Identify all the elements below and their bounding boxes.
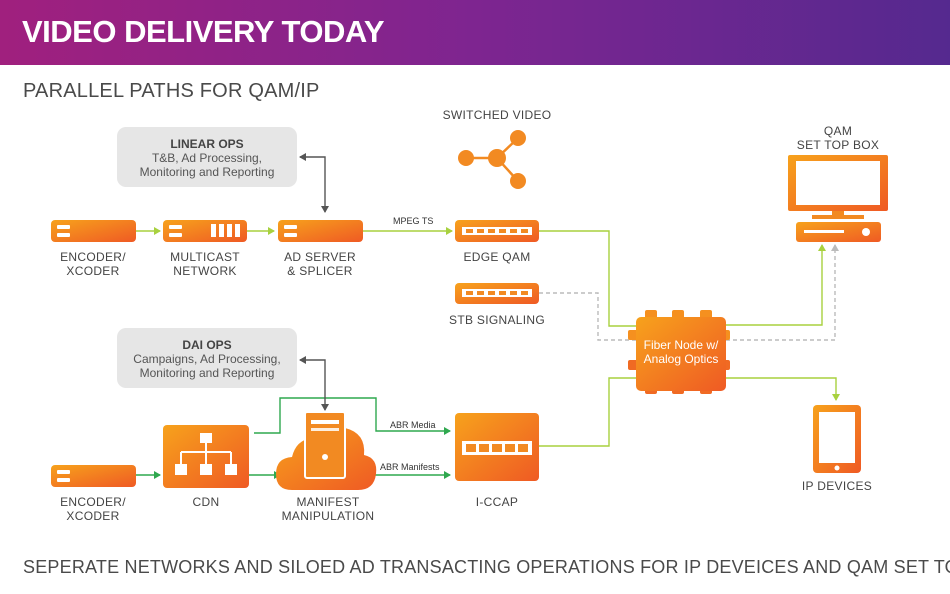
link-fiber-stb-signal bbox=[726, 244, 839, 341]
ip-devices-label: IP DEVICES bbox=[801, 479, 873, 493]
stb-signaling-icon bbox=[455, 283, 539, 304]
dai-ops-box: DAI OPS Campaigns, Ad Processing, Monito… bbox=[117, 328, 297, 388]
encoder-bottom-label: ENCODER/XCODER bbox=[60, 495, 126, 523]
encoder-top-icon bbox=[51, 220, 136, 242]
iccap-label: I-CCAP bbox=[475, 495, 519, 509]
cdn-icon bbox=[163, 425, 249, 488]
header-banner: VIDEO DELIVERY TODAY bbox=[0, 0, 950, 65]
abr-media-label: ABR Media bbox=[390, 420, 436, 430]
link-dai-ops bbox=[299, 356, 329, 411]
cdn-label: CDN bbox=[192, 495, 220, 509]
link-linear-ops bbox=[299, 153, 329, 213]
ad-server-label: AD SERVER& SPLICER bbox=[284, 250, 356, 278]
linear-ops-desc-2: Monitoring and Reporting bbox=[139, 165, 275, 179]
link-iccap-fiber bbox=[539, 377, 638, 447]
fiber-node-icon bbox=[628, 310, 730, 394]
link-fiber-settop bbox=[726, 244, 826, 326]
edge-qam-icon bbox=[455, 220, 539, 242]
dai-ops-title: DAI OPS bbox=[182, 338, 232, 352]
link-edgeqam-fiber bbox=[539, 230, 638, 327]
ip-devices-icon bbox=[813, 405, 861, 473]
iccap-icon bbox=[455, 413, 539, 481]
dai-ops-desc-2: Monitoring and Reporting bbox=[139, 366, 275, 380]
switched-video-label: SWITCHED VIDEO bbox=[442, 108, 552, 122]
linear-ops-box: LINEAR OPS T&B, Ad Processing, Monitorin… bbox=[117, 127, 297, 187]
ad-server-icon bbox=[278, 220, 363, 242]
mpeg-ts-label: MPEG TS bbox=[393, 216, 434, 226]
link-stb-signaling bbox=[539, 292, 638, 341]
linear-ops-title: LINEAR OPS bbox=[170, 137, 244, 151]
multicast-network-icon bbox=[163, 220, 247, 242]
link-fiber-ipdevices bbox=[726, 377, 840, 401]
switched-video-icon bbox=[458, 130, 526, 189]
linear-ops-desc-1: T&B, Ad Processing, bbox=[151, 151, 263, 165]
stb-signaling-label: STB SIGNALING bbox=[449, 313, 545, 327]
footer-caption: SEPERATE NETWORKS AND SILOED AD TRANSACT… bbox=[23, 557, 950, 577]
page-title: VIDEO DELIVERY TODAY bbox=[22, 14, 385, 49]
manifest-cloud-icon bbox=[276, 411, 377, 490]
abr-manifests-label: ABR Manifests bbox=[380, 462, 440, 472]
page-subtitle: PARALLEL PATHS FOR QAM/IP bbox=[23, 80, 320, 102]
encoder-bottom-icon bbox=[51, 465, 136, 487]
qam-set-top-box-icon bbox=[788, 155, 888, 242]
edge-qam-label: EDGE QAM bbox=[463, 250, 531, 264]
connector-lines bbox=[136, 153, 840, 479]
dai-ops-desc-1: Campaigns, Ad Processing, bbox=[133, 352, 281, 366]
fiber-node-label: Fiber Node w/Analog Optics bbox=[643, 338, 719, 366]
encoder-top-label: ENCODER/XCODER bbox=[60, 250, 126, 278]
